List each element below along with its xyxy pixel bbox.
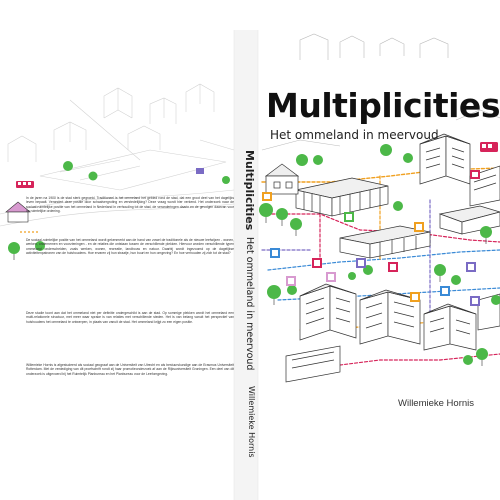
back-cover-paragraph: De sociaal-ruimtelijke positie van het o… [26,238,234,255]
activity-icons [262,170,480,306]
back-tree-icon [8,161,230,260]
bus-icon [480,142,498,152]
cover-title: Multiplicities [266,86,500,125]
spine-title: Multiplicities [243,150,256,231]
back-cover-paragraph: Deze studie toont aan dat het ommeland n… [26,311,234,324]
cover-author: Willemieke Hornis [398,398,475,409]
book-spine: Multiplicities Het ommeland in meervoud … [236,150,256,458]
back-cover-paragraph: Willemieke Hornis is afgestudeerd als so… [26,363,234,376]
tree-icons [259,144,500,366]
spine-subtitle: Het ommeland in meervoud [244,236,255,371]
cover-subtitle: Het ommeland in meervoud [270,128,439,142]
spine-author: Willemieke Hornis [247,386,256,458]
back-house-icon [5,201,31,223]
row-houses-middle [339,205,500,259]
back-box-icon [196,168,204,174]
farm-building [264,163,300,195]
lower-city-blocks [285,283,500,383]
front-faint-skyline [261,33,500,151]
back-cover-paragraph: In de jaren na 1900 is de stad sterk geg… [26,196,234,213]
row-houses-upper [295,177,389,217]
apartment-blocks [419,133,500,207]
back-bus-icon [16,181,34,188]
